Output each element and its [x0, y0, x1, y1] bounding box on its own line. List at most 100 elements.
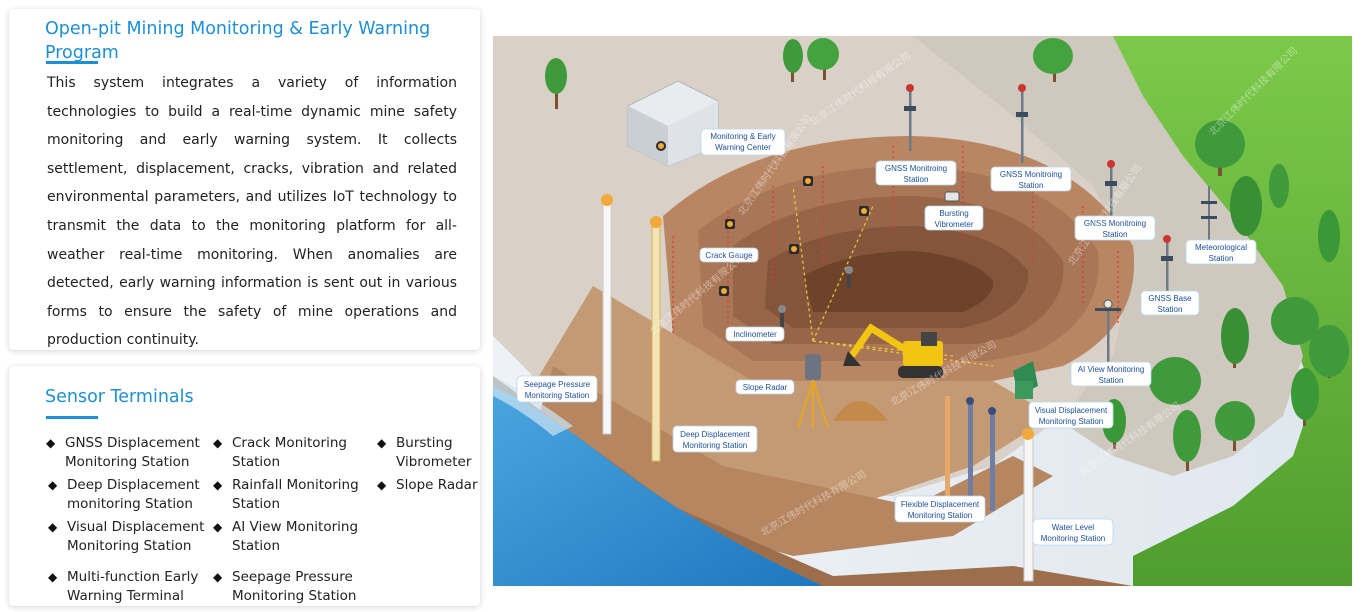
diamond-bullet-icon: ◆: [213, 520, 223, 534]
sensor-terminals-title: Sensor Terminals: [45, 387, 194, 407]
svg-text:Station: Station: [904, 175, 929, 184]
open-pit: [663, 136, 1135, 381]
label-meteorological: Meteorological Station: [1185, 239, 1257, 265]
svg-text:Station: Station: [1209, 254, 1234, 263]
label-slope-radar: Slope Radar: [735, 379, 795, 395]
gnss-mast-icon: [1016, 84, 1028, 163]
gnss-mast-icon: [904, 84, 916, 151]
label-seepage: Seepage Pressure Monitoring Station: [516, 375, 598, 403]
sensor-terminals-card: Sensor Terminals ◆ GNSS Displacement Mon…: [9, 366, 480, 606]
svg-text:Vibrometer: Vibrometer: [935, 220, 974, 229]
vertical-gauges: [601, 194, 1034, 582]
intro-title: Open-pit Mining Monitoring & Early Warni…: [45, 19, 431, 63]
weather-mast-icon: [1201, 186, 1217, 256]
tree: [807, 38, 839, 80]
vibrometer-icon: [944, 191, 960, 202]
intro-title-underline: [46, 61, 98, 64]
label-warning-center: Monitoring & Early Warning Center: [700, 128, 786, 156]
svg-text:Crack Gauge: Crack Gauge: [705, 251, 753, 260]
label-gnss-2: GNSS Monitroing Station: [990, 166, 1072, 192]
tree: [1230, 176, 1262, 236]
crack-gauge-icon: [719, 286, 729, 296]
svg-text:Monitoring Station: Monitoring Station: [525, 391, 589, 400]
label-deep-displacement: Deep Displacement Monitoring Station: [672, 425, 758, 453]
grass-hill: [1013, 36, 1352, 586]
diamond-bullet-icon: ◆: [377, 436, 387, 450]
slope-boundary-lines: [672, 146, 1119, 336]
diamond-bullet-icon: ◆: [213, 570, 223, 584]
svg-text:Station: Station: [1099, 376, 1124, 385]
water-level-gauge-icon: [1022, 428, 1034, 582]
label-gnss-base: GNSS Base Station: [1140, 290, 1200, 316]
inclinometer-icon: [845, 266, 853, 288]
radar-beams: [792, 185, 994, 367]
diamond-bullet-icon: ◆: [213, 436, 223, 450]
sensor-list: ◆ GNSS Displacement Monitoring Station ◆…: [9, 432, 480, 606]
deep-displacement-gauge-icon: [650, 216, 662, 462]
svg-text:Station: Station: [1019, 181, 1044, 190]
crack-gauge-icon: [789, 244, 799, 254]
sensor-item: ◆ Multi-function Early Warning Terminal: [48, 569, 199, 604]
svg-text:GNSS Monitroing: GNSS Monitroing: [885, 164, 947, 173]
sensor-item: ◆ Rainfall Monitoring Station: [213, 477, 359, 512]
tree: [1215, 401, 1255, 451]
svg-text:Inclinometer: Inclinometer: [733, 330, 777, 339]
label-inclinometer: Inclinometer: [725, 326, 785, 342]
svg-text:Monitoring Station: Monitoring Station: [683, 441, 747, 450]
seepage-pressure-gauge-icon: [601, 194, 613, 435]
svg-text:Bursting: Bursting: [939, 209, 968, 218]
label-gnss-3: GNSS Monitroing Station: [1074, 215, 1156, 241]
flexible-displacement-gauge-icon: [966, 397, 974, 496]
trees: [545, 38, 1349, 471]
gnss-mast-icon: [1105, 160, 1117, 221]
svg-text:Station: Station: [1103, 230, 1128, 239]
svg-text:GNSS Monitroing: GNSS Monitroing: [1084, 219, 1146, 228]
label-flexible-displacement: Flexible Displacement Monitoring Station: [894, 495, 986, 523]
slope-radar-icon: [796, 354, 830, 429]
svg-text:Monitoring Station: Monitoring Station: [908, 511, 972, 520]
label-visual-displacement: Visual Displacement Monitoring Station: [1028, 401, 1114, 429]
tree: [1221, 308, 1249, 368]
gnss-mast-icon: [1161, 235, 1173, 293]
svg-text:AI View Monitoring: AI View Monitoring: [1078, 365, 1145, 374]
flexible-displacement-gauge-icon: [945, 396, 950, 496]
tree: [783, 39, 803, 82]
sensor-item: ◆ Seepage Pressure Monitoring Station: [213, 569, 357, 604]
label-bursting-vibrometer: Bursting Vibrometer: [924, 205, 984, 231]
tree: [1173, 410, 1201, 471]
svg-text:GNSS Monitroing: GNSS Monitroing: [1000, 170, 1062, 179]
svg-text:Visual Displacement: Visual Displacement: [1035, 406, 1108, 415]
diagram-labels: Monitoring & Early Warning Center GNSS M…: [516, 128, 1257, 546]
tree: [1149, 357, 1201, 405]
sensor-item: ◆ Deep Displacement monitoring Station: [48, 477, 200, 512]
crack-gauge-icon: [859, 206, 869, 216]
svg-text:Meteorological: Meteorological: [1195, 243, 1247, 252]
label-crack-gauge: Crack Gauge: [699, 247, 759, 263]
dirt-pile: [833, 401, 888, 421]
label-ai-view: AI View Monitoring Station: [1070, 361, 1152, 387]
visual-displacement-camera-icon: [1013, 361, 1038, 399]
intro-card: Open-pit Mining Monitoring & Early Warni…: [9, 9, 480, 350]
ai-camera-mast-icon: [1095, 299, 1121, 362]
tree: [1269, 164, 1289, 208]
bench-sensors: [719, 176, 960, 327]
sensor-terminals-underline: [46, 416, 98, 419]
inclinometer-icon: [778, 305, 786, 327]
tree: [1309, 325, 1349, 378]
sensor-item: ◆ Slope Radar: [377, 477, 478, 493]
svg-text:Slope Radar: Slope Radar: [743, 383, 788, 392]
flexible-displacement-gauge-icon: [988, 407, 996, 511]
crack-gauge-icon: [725, 219, 735, 229]
tree: [545, 58, 567, 109]
svg-text:Flexible Displacement: Flexible Displacement: [901, 500, 980, 509]
diamond-bullet-icon: ◆: [377, 478, 387, 492]
tree: [1271, 297, 1319, 345]
svg-text:Warning Center: Warning Center: [715, 143, 771, 152]
diamond-bullet-icon: ◆: [48, 520, 58, 534]
diamond-bullet-icon: ◆: [46, 436, 56, 450]
sensor-item: ◆ AI View Monitoring Station: [213, 519, 359, 554]
intro-body: This system integrates a variety of info…: [47, 75, 457, 349]
label-gnss-1: GNSS Monitroing Station: [875, 160, 957, 186]
tree: [1318, 210, 1340, 262]
